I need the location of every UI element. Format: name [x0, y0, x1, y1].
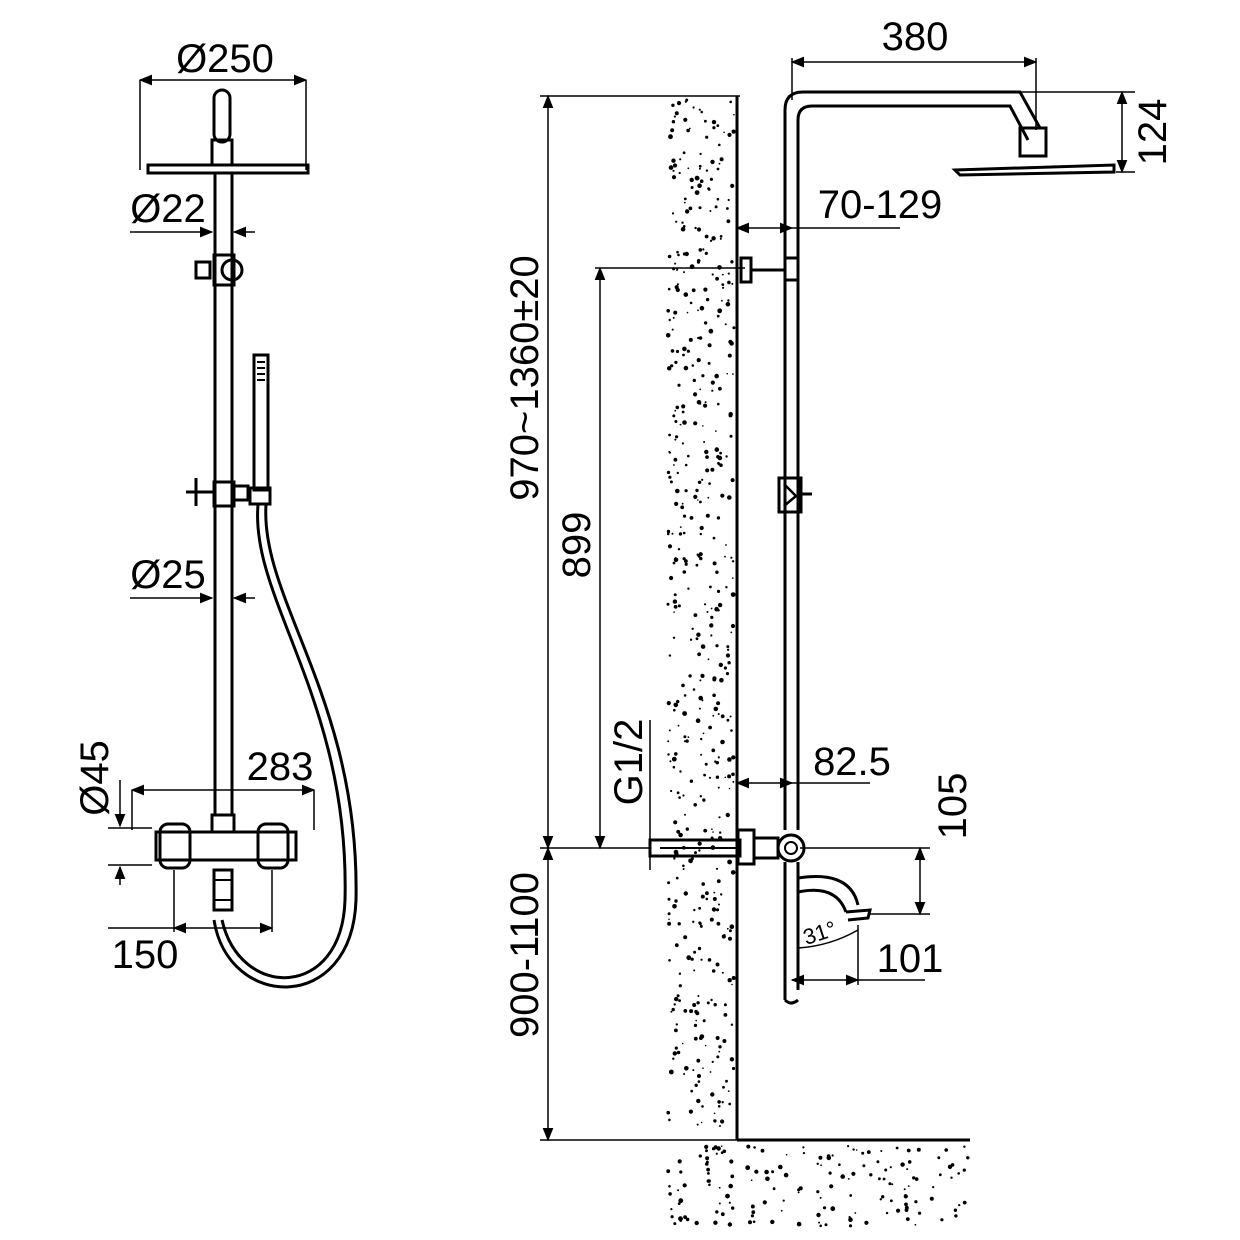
dim-spout-reach: 101	[877, 937, 944, 981]
dim-install-height: 900-1100	[503, 872, 547, 1038]
dim-inlet-centres: 150	[112, 933, 179, 977]
dim-head-drop: 124	[1131, 99, 1175, 166]
dim-inlet-thread: G1/2	[607, 719, 651, 806]
thermostatic-mixer	[154, 813, 298, 912]
dim-bracket-to-inlet: 899	[555, 512, 599, 579]
hand-shower	[248, 353, 272, 506]
dim-mixer-width: 283	[247, 745, 314, 789]
dim-bracket-offset: 70-129	[818, 183, 943, 227]
riser-pipe	[186, 173, 250, 815]
dim-riser-upper-diameter: Ø22	[130, 187, 206, 231]
dim-riser-height-range: 970~1360±20	[503, 255, 547, 501]
wall-section	[665, 96, 970, 1228]
shower-hose	[212, 504, 358, 989]
side-riser-and-arm	[739, 90, 1116, 830]
side-mixer	[648, 828, 872, 1005]
dim-spout-drop: 105	[931, 773, 975, 840]
dim-mixer-diameter: Ø45	[73, 740, 117, 816]
dim-spout-angle: 31°	[800, 916, 839, 950]
dim-riser-lower-diameter: Ø25	[130, 553, 206, 597]
side-dimensions	[540, 56, 1135, 1142]
side-view: 380 124 70-129 970~1360±20 899 G1/2 82.5…	[503, 15, 1175, 1228]
dim-mixer-offset: 82.5	[813, 740, 891, 784]
dim-arm-reach: 380	[882, 15, 949, 59]
dim-head-diameter: Ø250	[176, 37, 274, 81]
front-dimensions	[108, 74, 316, 934]
rain-shower-head	[146, 88, 310, 175]
front-view: Ø250 Ø22 Ø25 283 Ø45 150	[73, 37, 358, 989]
